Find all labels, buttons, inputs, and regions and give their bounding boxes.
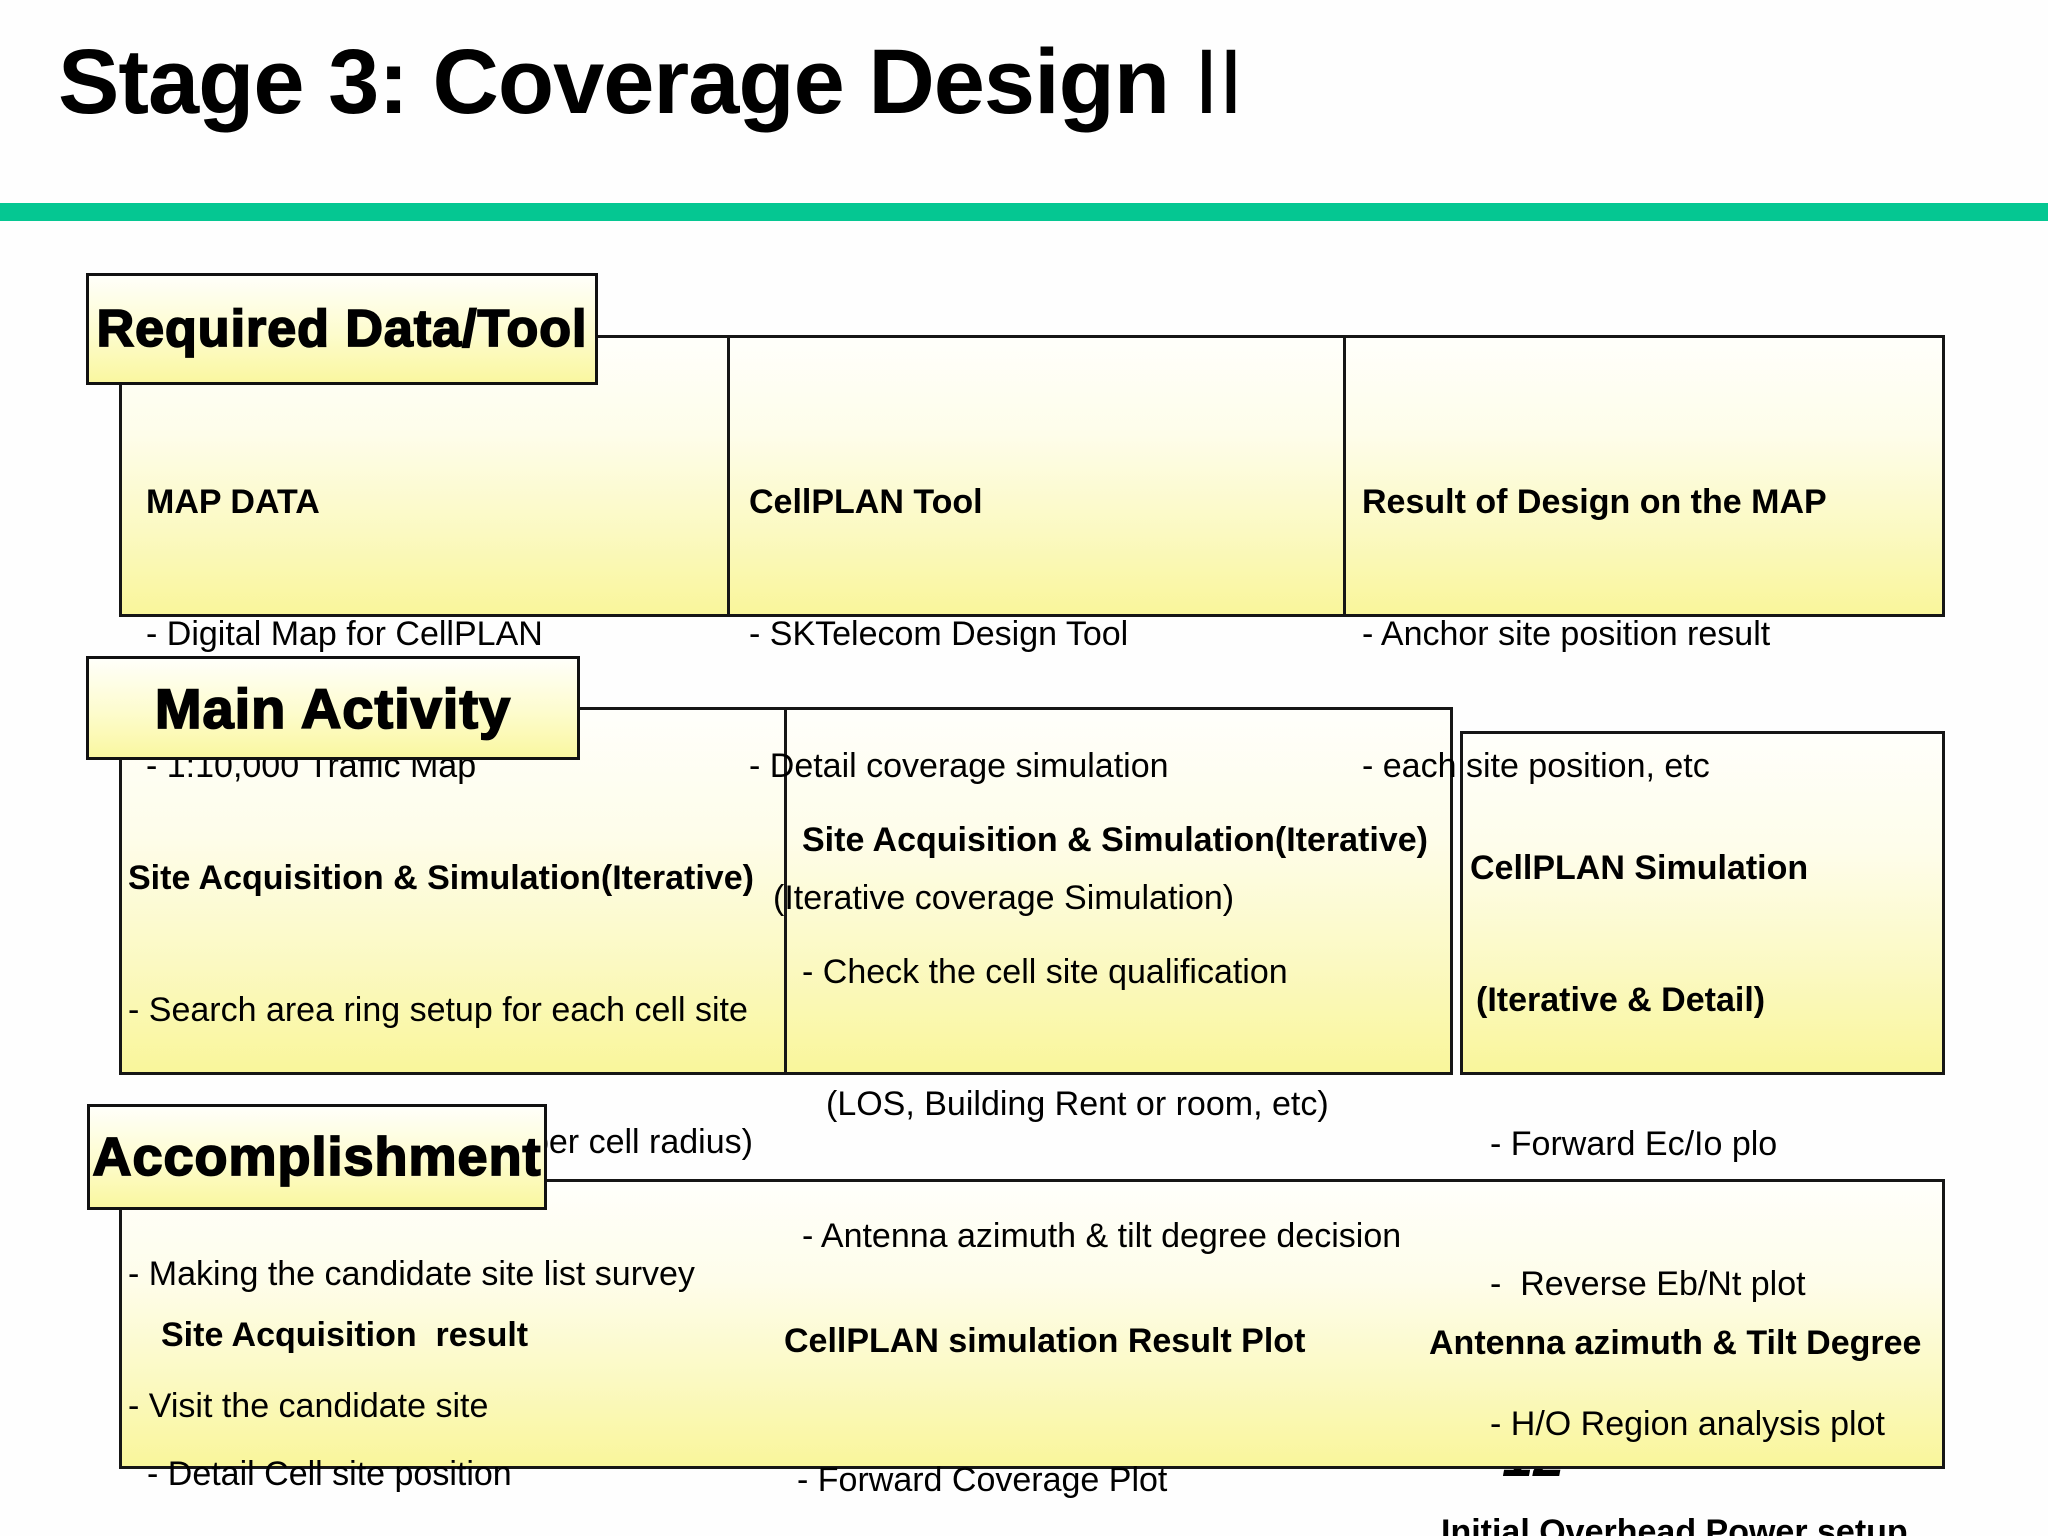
site-acquisition-result-column: Site Acquisition result - Detail Cell si… xyxy=(147,1225,566,1536)
bullet-line: - Anchor site position result xyxy=(1362,615,1771,653)
bullet-line: - Forward Ec/Io plo xyxy=(1490,1125,1778,1163)
title-suffix: II xyxy=(1169,31,1244,133)
accent-bar xyxy=(0,203,2048,221)
bullet-line: - Check the cell site qualification xyxy=(802,953,1288,991)
result-of-design-column: Result of Design on the MAP - Anchor sit… xyxy=(1362,392,1827,876)
bullet-line: - Forward Coverage Plot xyxy=(797,1461,1168,1499)
column-heading: Result of Design on the MAP xyxy=(1362,483,1827,521)
column-heading: CellPLAN Simulation xyxy=(1470,849,1809,887)
section-label-text: Required Data/Tool xyxy=(96,299,588,359)
column-heading: CellPLAN Tool xyxy=(749,483,983,521)
bullet-line: - Detail Cell site position xyxy=(147,1455,512,1493)
section-label-text: Main Activity xyxy=(154,676,512,741)
bullet-continuation-line: (LOS, Building Rent or room, etc) xyxy=(826,1085,1329,1123)
section-label-accomplishment: Accomplishment xyxy=(87,1104,547,1210)
accomplishment-box xyxy=(119,1179,1945,1469)
column-heading: Antenna azimuth & Tilt Degree xyxy=(1429,1324,1922,1362)
column-heading: Site Acquisition & Simulation(Iterative) xyxy=(128,859,754,897)
title-main: Stage 3: Coverage Design xyxy=(58,31,1170,133)
column-heading-secondary: Initial Overhead Power setup xyxy=(1441,1513,1908,1536)
bullet-line: - Detail coverage simulation xyxy=(749,747,1169,785)
cellplan-tool-column: CellPLAN Tool - SKTelecom Design Tool - … xyxy=(749,392,1234,1008)
bullet-line: - each site position, etc xyxy=(1362,747,1710,785)
main-activity-box-left xyxy=(119,707,787,1075)
bullet-continuation-line: (Iterative coverage Simulation) xyxy=(773,879,1235,917)
cellplan-result-plot-column: CellPLAN simulation Result Plot - Forwar… xyxy=(784,1231,1305,1536)
column-subheading: (Iterative & Detail) xyxy=(1476,981,1766,1019)
bullet-line: - Antenna azimuth & tilt degree decision xyxy=(802,1217,1402,1255)
section-label-required-data-tool: Required Data/Tool xyxy=(86,273,598,385)
cellplan-simulation-column: CellPLAN Simulation (Iterative & Detail)… xyxy=(1470,758,1885,1536)
column-heading: CellPLAN simulation Result Plot xyxy=(784,1322,1306,1360)
bullet-line: - Search area ring setup for each cell s… xyxy=(128,991,748,1029)
main-activity-box-right xyxy=(1460,731,1945,1075)
bullet-line: - SKTelecom Design Tool xyxy=(749,615,1129,653)
bullet-line: - Reverse Eb/Nt plot xyxy=(1490,1265,1806,1303)
bullet-line: - Visit the candidate site xyxy=(128,1387,489,1425)
column-heading: Site Acquisition result xyxy=(161,1316,529,1354)
column-heading: MAP DATA xyxy=(146,483,320,521)
section-label-text: Accomplishment xyxy=(92,1126,542,1188)
bullet-line: - Making the candidate site list survey xyxy=(128,1255,695,1293)
site-acquisition-column-2: Site Acquisition & Simulation(Iterative)… xyxy=(802,730,1428,1346)
bullet-line: - H/O Region analysis plot xyxy=(1490,1405,1885,1443)
column-divider xyxy=(727,338,730,614)
section-label-main-activity: Main Activity xyxy=(86,656,580,760)
column-heading: Site Acquisition & Simulation(Iterative) xyxy=(802,821,1428,859)
column-divider xyxy=(1343,338,1346,614)
antenna-azimuth-column: Antenna azimuth & Tilt Degree Initial Ov… xyxy=(1429,1233,1921,1536)
bullet-line: - Digital Map for CellPLAN xyxy=(146,615,543,653)
main-activity-box-middle xyxy=(784,707,1453,1075)
page-title: Stage 3: Coverage Design II xyxy=(58,30,1244,135)
